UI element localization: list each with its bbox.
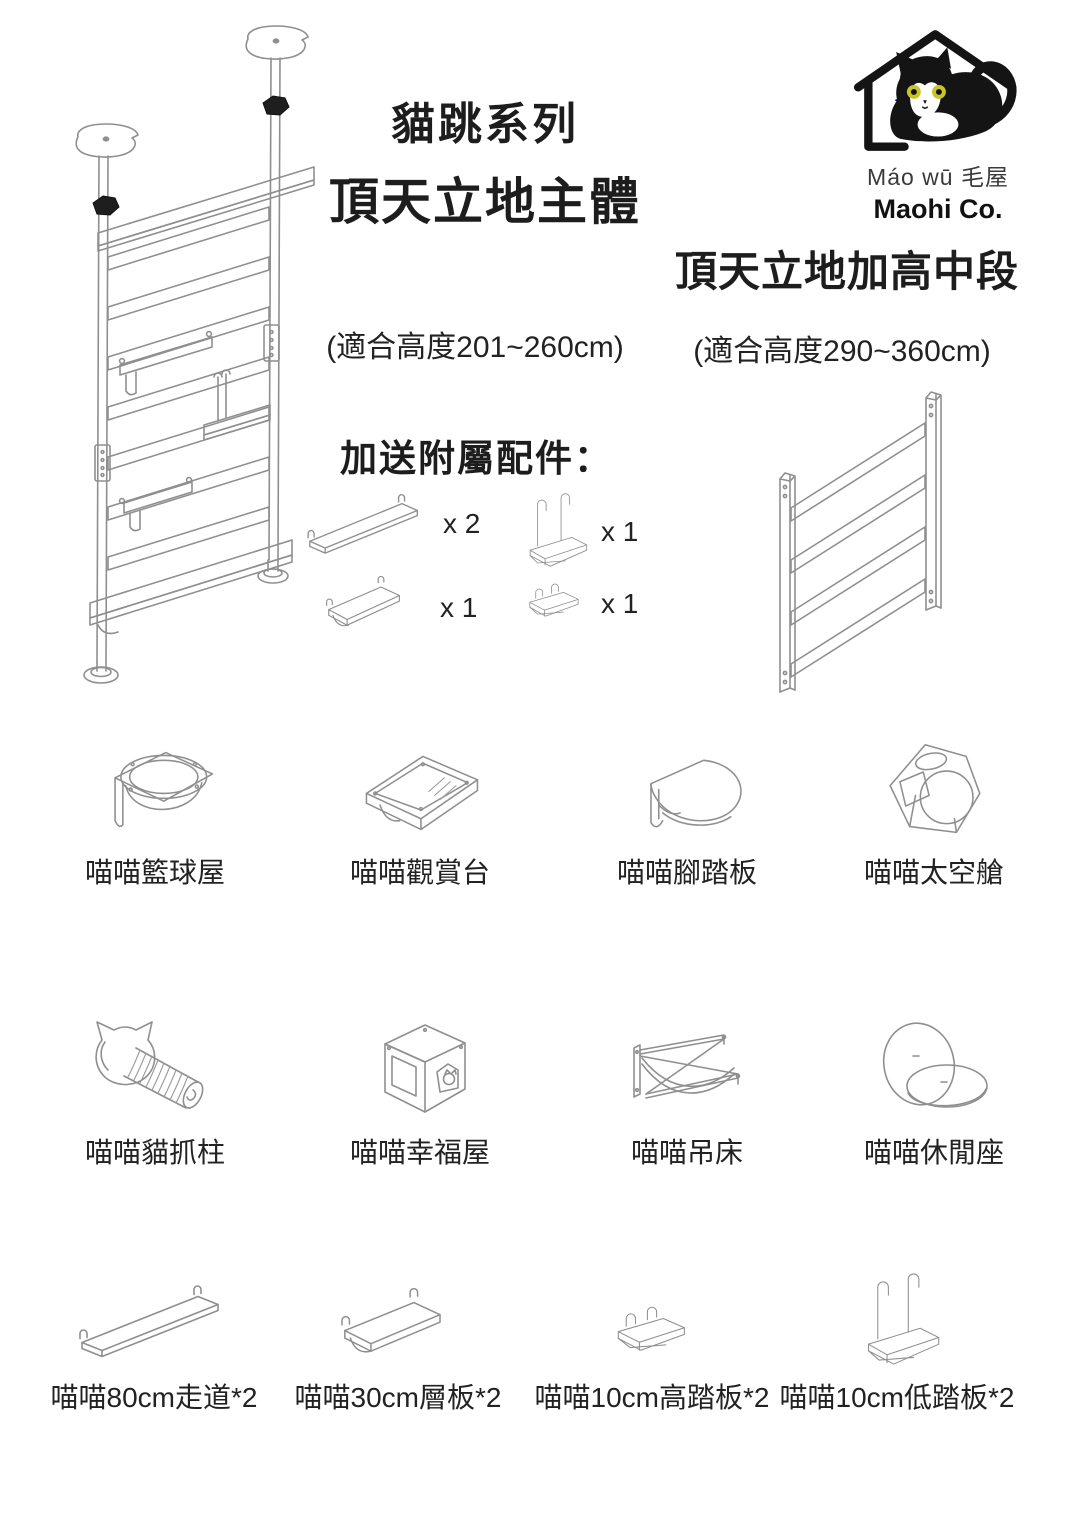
long-walkway-plank-icon (307, 494, 419, 554)
brand-block: Máo wū 毛屋 Maohi Co. (842, 26, 1034, 225)
tension-knob-icon (92, 95, 290, 216)
title-block: 貓跳系列 頂天立地主體 (235, 88, 735, 234)
accessories-title: 加送附屬配件： (340, 438, 613, 479)
walkway-80cm-icon (79, 1285, 219, 1358)
product-label: 喵喵太空艙 (863, 857, 1004, 888)
product-item: 喵喵觀賞台 (290, 735, 550, 891)
accessory-qty: x 1 (601, 516, 639, 547)
right-product-title: 頂天立地加高中段 (674, 248, 1019, 295)
product-label: 喵喵腳踏板 (616, 857, 757, 888)
scratching-post-icon (95, 1021, 204, 1109)
high-step-10cm-icon (617, 1306, 685, 1351)
low-hook-step-icon (529, 583, 579, 617)
low-step-10cm-icon (867, 1273, 940, 1365)
basketball-house-icon (114, 751, 214, 828)
product-item: 喵喵太空艙 (804, 735, 1064, 891)
space-capsule-icon (889, 743, 981, 834)
product-item: 喵喵10cm高踏板*2 (522, 1296, 782, 1416)
product-item: 喵喵幸福屋 (290, 1012, 550, 1171)
product-label: 喵喵休閒座 (863, 1137, 1004, 1168)
short-shelf-plank-icon (326, 575, 400, 627)
product-label: 喵喵10cm高踏板*2 (534, 1382, 770, 1413)
product-item: 喵喵吊床 (557, 1012, 817, 1171)
product-label: 喵喵觀賞台 (349, 857, 490, 888)
viewing-platform-icon (365, 755, 479, 831)
product-item: 喵喵10cm低踏板*2 (767, 1266, 1027, 1416)
product-item: 喵喵貓抓柱 (25, 1012, 285, 1171)
leisure-seat-icon (882, 1022, 988, 1108)
product-label: 喵喵吊床 (630, 1137, 743, 1168)
brand-name-en: Maohi Co. (873, 194, 1003, 224)
shelf-30cm-icon (341, 1287, 441, 1353)
accessory-qty: x 1 (440, 592, 478, 623)
tall-hook-step-icon (529, 493, 588, 567)
product-label: 喵喵80cm走道*2 (50, 1382, 258, 1413)
product-item: 喵喵30cm層板*2 (268, 1278, 528, 1416)
product-label: 喵喵10cm低踏板*2 (779, 1382, 1015, 1413)
product-label: 喵喵籃球屋 (84, 857, 225, 888)
mid-section-panel-drawing (779, 391, 942, 693)
product-item: 喵喵休閒座 (804, 1012, 1064, 1171)
right-fit-range: (適合高度290~360cm) (693, 335, 991, 368)
house-cat-logo-icon (853, 30, 1017, 151)
main-tower-drawing (75, 25, 315, 684)
main-fit-range: (適合高度201~260cm) (326, 331, 624, 364)
happy-house-icon (384, 1024, 466, 1113)
accessory-qty: x 2 (443, 508, 481, 539)
foot-pedal-icon (650, 759, 742, 828)
main-product-title: 頂天立地主體 (329, 174, 641, 230)
product-item: 喵喵籃球屋 (25, 735, 285, 891)
series-title: 貓跳系列 (391, 100, 579, 149)
product-item: 喵喵腳踏板 (557, 735, 817, 891)
product-label: 喵喵貓抓柱 (84, 1137, 225, 1168)
hammock-icon (633, 1034, 741, 1099)
accessory-qty: x 1 (601, 588, 639, 619)
product-label: 喵喵30cm層板*2 (294, 1382, 502, 1413)
product-label: 喵喵幸福屋 (349, 1137, 490, 1168)
brand-name-pinyin: Máo wū 毛屋 (867, 164, 1009, 190)
product-item: 喵喵80cm走道*2 (24, 1272, 284, 1416)
